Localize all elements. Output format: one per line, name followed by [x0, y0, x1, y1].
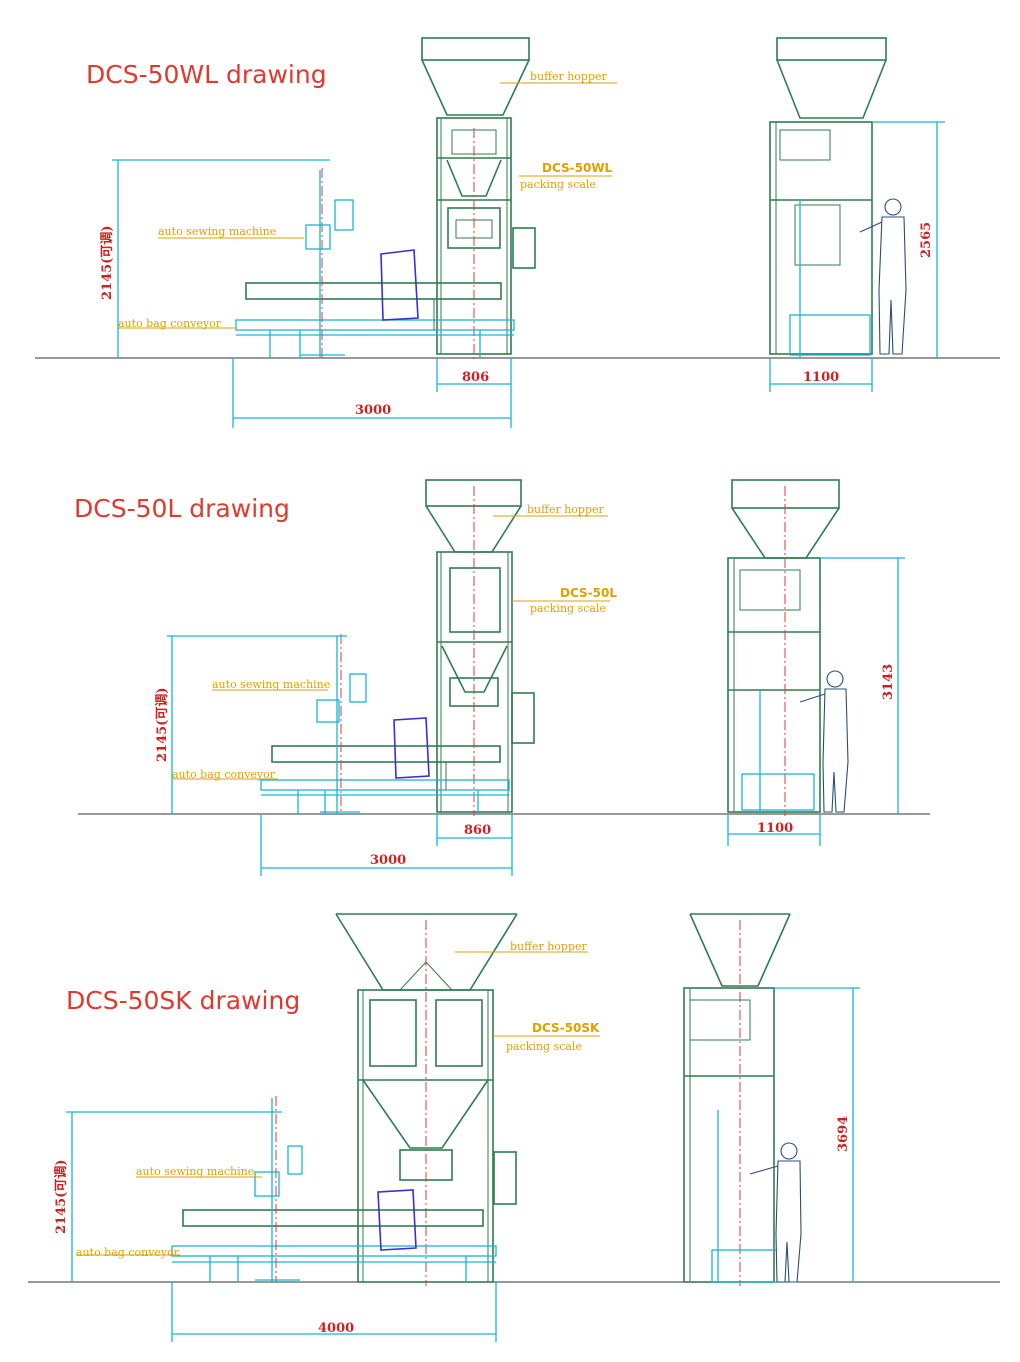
- drawing-title: DCS-50L drawing: [74, 494, 290, 523]
- dim-height-right: 2565: [919, 222, 934, 258]
- machine-drawing: buffer hopper DCS-50WL packing scale aut…: [35, 37, 1000, 428]
- scale-sub-label: packing scale: [506, 1040, 582, 1053]
- conveyor-label: auto bag conveyor: [76, 1246, 180, 1259]
- dim-length: 4000: [318, 1321, 354, 1336]
- scale-name-label: DCS-50SK: [532, 1021, 600, 1035]
- conveyor-label: auto bag conveyor: [172, 768, 276, 781]
- scale-sub-label: packing scale: [520, 178, 596, 191]
- drawing-title: DCS-50WL drawing: [86, 60, 327, 89]
- hopper-label: buffer hopper: [527, 503, 605, 516]
- machine-drawing: buffer hopper DCS-50L packing scale auto…: [78, 479, 930, 876]
- dim-height-left: 2145(可调): [155, 688, 170, 762]
- drawing-panel-dcs-50l: DCS-50L drawing: [0, 450, 1020, 890]
- dim-length: 3000: [355, 403, 391, 418]
- dim-height-left: 2145(可调): [100, 226, 115, 300]
- dim-width-side: 1100: [757, 821, 793, 836]
- scale-name-label: DCS-50L: [560, 586, 617, 600]
- scale-name-label: DCS-50WL: [542, 161, 613, 175]
- drawing-panel-dcs-50wl: DCS-50WL drawing: [0, 0, 1020, 450]
- dim-width-scale: 860: [464, 823, 491, 838]
- machine-drawing: buffer hopper DCS-50SK packing scale aut…: [28, 913, 1000, 1342]
- dim-height-right: 3694: [836, 1116, 851, 1152]
- sewing-label: auto sewing machine: [136, 1165, 254, 1178]
- drawing-panel-dcs-50sk: DCS-50SK drawing: [0, 890, 1020, 1362]
- dim-height-right: 3143: [881, 664, 896, 700]
- dim-width-scale: 806: [462, 370, 489, 385]
- conveyor-label: auto bag conveyor: [118, 317, 222, 330]
- hopper-label: buffer hopper: [510, 940, 588, 953]
- sewing-label: auto sewing machine: [158, 225, 276, 238]
- drawing-title: DCS-50SK drawing: [66, 986, 301, 1015]
- dim-height-left: 2145(可调): [54, 1160, 69, 1234]
- dim-length: 3000: [370, 853, 406, 868]
- sewing-label: auto sewing machine: [212, 678, 330, 691]
- dim-width-side: 1100: [803, 370, 839, 385]
- scale-sub-label: packing scale: [530, 602, 606, 615]
- hopper-label: buffer hopper: [530, 70, 608, 83]
